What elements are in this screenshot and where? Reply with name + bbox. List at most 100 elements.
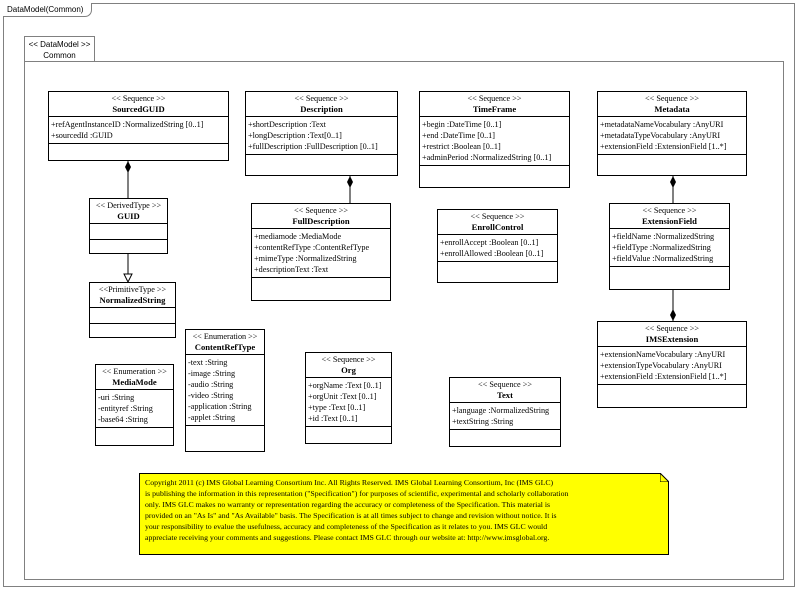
attribute: +enrollAccept :Boolean [0..1] (440, 238, 539, 247)
class-stereotype: << Sequence >> (321, 355, 376, 364)
attribute-list (90, 224, 167, 240)
note-line: only. IMS GLC makes no warranty or repre… (145, 500, 551, 509)
class-stereotype: << Sequence >> (470, 212, 525, 221)
attribute: -entityref :String (98, 404, 153, 413)
class-enrollcontrol[interactable]: << Sequence >> EnrollControl +enrollAcce… (437, 209, 558, 283)
class-stereotype: << Sequence >> (645, 324, 699, 333)
attribute-list: -uri :String -entityref :String -base64 … (96, 390, 173, 428)
attribute: +fieldType :NormalizedString (612, 243, 711, 252)
attribute-list: +mediamode :MediaMode +contentRefType :C… (252, 229, 390, 278)
attribute: +sourcedId :GUID (51, 131, 113, 140)
class-text[interactable]: << Sequence >> Text +language :Normalize… (449, 377, 561, 447)
diagram-tab[interactable]: DataModel(Common) (3, 3, 93, 17)
note-line: is publishing the information in this re… (145, 489, 569, 498)
note-line: provided on an "As Is" and "As Available… (145, 511, 557, 520)
class-name: SourcedGUID (112, 104, 165, 114)
attribute: +metadataTypeVocabulary :AnyURI (600, 131, 721, 140)
composition-diamond-imsextension (670, 309, 676, 321)
class-name: ContentRefType (194, 342, 256, 352)
attribute: +mediamode :MediaMode (254, 232, 342, 241)
attribute: +descriptionText :Text (254, 265, 329, 274)
attribute: +type :Text [0..1] (308, 403, 366, 412)
class-extensionfield[interactable]: << Sequence >> ExtensionField +fieldName… (609, 203, 730, 290)
attribute: -text :String (188, 358, 228, 367)
class-stereotype: << Sequence >> (478, 380, 532, 389)
package-tab[interactable]: << DataModel >> Common (24, 36, 95, 62)
class-name: IMSExtension (645, 334, 699, 344)
copyright-note[interactable]: Copyright 2011 (c) IMS Global Learning C… (139, 473, 669, 555)
class-name: TimeFrame (472, 104, 517, 114)
class-fulldescription[interactable]: << Sequence >> FullDescription +mediamod… (251, 203, 391, 301)
attribute-list: +begin :DateTime [0..1] +end :DateTime [… (420, 117, 569, 166)
composition-diamond-description (347, 176, 353, 188)
class-name: Text (497, 390, 513, 400)
class-contentreftype[interactable]: << Enumeration >> ContentRefType -text :… (185, 329, 265, 452)
class-normalizedstring[interactable]: <<PrimitiveType >> NormalizedString (89, 282, 176, 338)
class-name: Description (300, 104, 343, 114)
class-stereotype: << Enumeration >> (102, 367, 167, 376)
attribute: -audio :String (188, 380, 234, 389)
attribute: +orgName :Text [0..1] (308, 381, 382, 390)
attribute: +fullDescription :FullDescription [0..1] (248, 142, 378, 151)
attribute: +refAgentInstanceID :NormalizedString [0… (51, 120, 204, 129)
attribute: -applet :String (188, 413, 236, 422)
class-org[interactable]: << Sequence >> Org +orgName :Text [0..1]… (305, 352, 392, 444)
note-fold-corner (660, 473, 669, 482)
attribute: +longDescription :Text[0..1] (248, 131, 342, 140)
class-guid[interactable]: << DerivedType >> GUID (89, 198, 168, 254)
attribute: +extensionField :ExtensionField [1..*] (600, 142, 727, 151)
attribute: +extensionField :ExtensionField [1..*] (600, 372, 727, 381)
attribute: +fieldName :NormalizedString (612, 232, 715, 241)
attribute-list: +enrollAccept :Boolean [0..1] +enrollAll… (438, 235, 557, 262)
class-stereotype: << DerivedType >> (95, 201, 162, 210)
attribute-list: +metadataNameVocabulary :AnyURI +metadat… (598, 117, 746, 155)
attribute: +metadataNameVocabulary :AnyURI (600, 120, 724, 129)
attribute: +textString :String (452, 417, 514, 426)
class-imsextension[interactable]: << Sequence >> IMSExtension +extensionNa… (597, 321, 747, 408)
class-metadata[interactable]: << Sequence >> Metadata +metadataNameVoc… (597, 91, 747, 176)
note-line: appreciate receiving your comments and s… (145, 533, 550, 542)
attribute: -uri :String (98, 393, 135, 402)
class-stereotype: << Sequence >> (645, 94, 699, 103)
class-name: Org (341, 365, 356, 375)
attribute: -image :String (188, 369, 236, 378)
attribute: -base64 :String (98, 415, 148, 424)
class-stereotype: << Sequence >> (642, 206, 697, 215)
package-body (24, 61, 784, 580)
attribute: +restrict :Boolean [0..1] (422, 142, 501, 151)
class-sourcedguid[interactable]: << Sequence >> SourcedGUID +refAgentInst… (48, 91, 229, 161)
attribute-list: -text :String -image :String -audio :Str… (186, 355, 264, 426)
attribute-list (90, 308, 175, 324)
diagram-frame (3, 3, 795, 587)
attribute: +end :DateTime [0..1] (422, 131, 495, 140)
class-stereotype: << Sequence >> (294, 94, 349, 103)
class-name: NormalizedString (99, 295, 166, 305)
attribute-list: +refAgentInstanceID :NormalizedString [0… (49, 117, 228, 144)
attribute: +shortDescription :Text (248, 120, 326, 129)
class-name: GUID (117, 211, 140, 221)
class-name: MediaMode (112, 377, 157, 387)
composition-diamond-sourcedguid (125, 161, 131, 173)
attribute: +id :Text [0..1] (308, 414, 358, 423)
class-mediamode[interactable]: << Enumeration >> MediaMode -uri :String… (95, 364, 174, 446)
attribute: -video :String (188, 391, 234, 400)
note-line: your responsibility to evalue the useful… (145, 522, 548, 531)
package-name: Common (43, 51, 76, 60)
attribute: +fieldValue :NormalizedString (612, 254, 714, 263)
attribute-list: +shortDescription :Text +longDescription… (246, 117, 397, 155)
class-stereotype: <<PrimitiveType >> (98, 285, 167, 294)
attribute-list: +extensionNameVocabulary :AnyURI +extens… (598, 347, 746, 385)
attribute: +mimeType :NormalizedString (254, 254, 357, 263)
class-name: FullDescription (292, 216, 350, 226)
attribute: +extensionNameVocabulary :AnyURI (600, 350, 726, 359)
attribute: +orgUnit :Text [0..1] (308, 392, 377, 401)
note-line: Copyright 2011 (c) IMS Global Learning C… (145, 478, 554, 487)
attribute: -application :String (188, 402, 252, 411)
class-name: ExtensionField (642, 216, 697, 226)
attribute: +contentRefType :ContentRefType (254, 243, 370, 252)
class-timeframe[interactable]: << Sequence >> TimeFrame +begin :DateTim… (419, 91, 570, 188)
class-description[interactable]: << Sequence >> Description +shortDescrip… (245, 91, 398, 176)
generalization-arrow (123, 273, 133, 284)
package-stereotype: << DataModel >> (28, 40, 91, 49)
